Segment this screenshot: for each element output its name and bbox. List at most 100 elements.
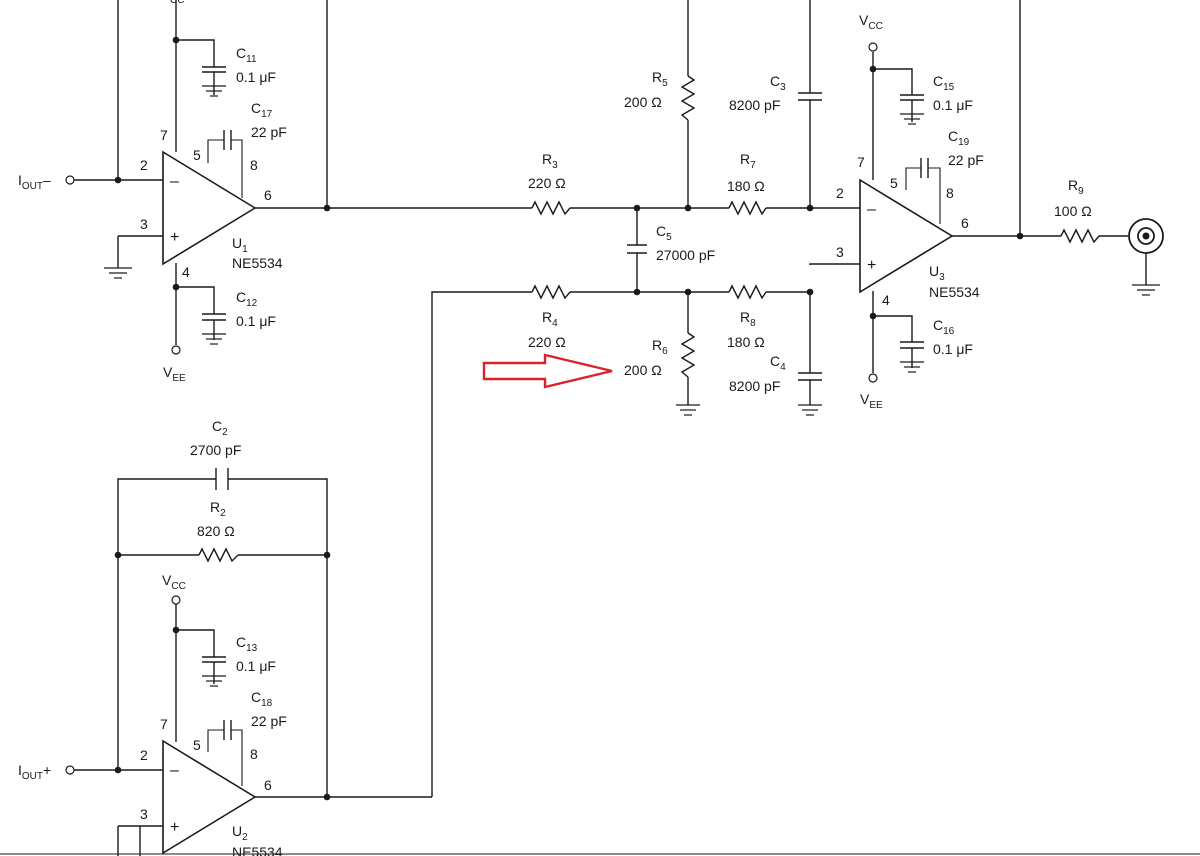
vcc-label-u3: VCC xyxy=(859,12,883,32)
iout-minus-terminal xyxy=(65,175,75,185)
r9-label: R9 xyxy=(1068,177,1084,197)
u3-pin-6: 6 xyxy=(961,215,969,231)
u1-pin-4: 4 xyxy=(182,264,190,280)
u2-pin-3: 3 xyxy=(140,806,148,822)
r8-label: R8 xyxy=(740,309,756,329)
u2-pin-8: 8 xyxy=(250,746,258,762)
opamp-u2: – + 2 3 5 6 7 8 U2 NE5534 xyxy=(140,716,283,856)
r2-value: 820 Ω xyxy=(197,523,235,539)
u1-part: NE5534 xyxy=(232,255,283,271)
u3-pin-2: 2 xyxy=(836,185,844,201)
r9-symbol xyxy=(1060,228,1100,244)
ground-icon xyxy=(1132,284,1160,296)
u2-plus-sign: + xyxy=(170,819,179,836)
r8-symbol xyxy=(728,284,767,300)
c17-value: 22 pF xyxy=(251,124,287,140)
c3-value: 8200 pF xyxy=(729,97,780,113)
r4-label: R4 xyxy=(542,309,558,329)
c11-value: 0.1 μF xyxy=(236,69,276,85)
u1-pin-7: 7 xyxy=(160,127,168,143)
opamp-u3: – + 2 3 4 5 6 7 8 U3 NE5534 xyxy=(836,154,980,308)
u3-minus-sign: – xyxy=(867,201,876,218)
opamp-u1: – + 2 3 4 5 6 7 8 U1 NE5534 xyxy=(140,127,283,280)
u3-label: U3 xyxy=(929,263,945,283)
iout-plus-label: IOUT+ xyxy=(18,762,51,782)
r6-value: 200 Ω xyxy=(624,362,662,378)
u1-pin-2: 2 xyxy=(140,157,148,173)
c19-value: 22 pF xyxy=(948,152,984,168)
vcc-cut-label: CC xyxy=(170,0,184,6)
c16-value: 0.1 μF xyxy=(933,341,973,357)
c4-value: 8200 pF xyxy=(729,378,780,394)
r2-symbol xyxy=(198,547,239,563)
c13-value: 0.1 μF xyxy=(236,658,276,674)
vcc-terminal-u3 xyxy=(868,42,878,52)
ground-icon xyxy=(900,113,924,125)
supply-terminals: CC VEE VCC VEE VCC xyxy=(162,0,883,605)
c3-label: C3 xyxy=(770,73,786,93)
vee-terminal-u3 xyxy=(868,373,878,383)
r3-value: 220 Ω xyxy=(528,175,566,191)
c16-label: C16 xyxy=(933,317,955,337)
c2-label: C2 xyxy=(212,418,228,438)
u1-pin-3: 3 xyxy=(140,216,148,232)
vee-terminal-u1 xyxy=(171,345,181,355)
capacitors: C5 27000 pF C3 8200 pF C4 8200 pF C11 0.… xyxy=(190,45,984,740)
c18-value: 22 pF xyxy=(251,713,287,729)
ground-icon xyxy=(202,675,226,687)
u2-pin-5: 5 xyxy=(193,737,201,753)
ground-icon xyxy=(202,85,226,97)
r6-label: R6 xyxy=(652,337,668,357)
c12-value: 0.1 μF xyxy=(236,313,276,329)
r3-label: R3 xyxy=(542,151,558,171)
r7-value: 180 Ω xyxy=(727,178,765,194)
r4-symbol xyxy=(531,284,571,300)
c2-value: 2700 pF xyxy=(190,442,241,458)
c5-label: C5 xyxy=(656,223,672,243)
ground-icon xyxy=(104,267,132,279)
u2-part: NE5534 xyxy=(232,844,283,856)
r4-value: 220 Ω xyxy=(528,334,566,350)
output-connector-icon xyxy=(1128,218,1164,254)
r5-label: R5 xyxy=(652,69,668,89)
r7-label: R7 xyxy=(740,151,756,171)
vcc-terminal-u2 xyxy=(171,595,181,605)
u3-pin-4: 4 xyxy=(882,292,890,308)
c11-label: C11 xyxy=(236,45,257,65)
resistors: R3 220 Ω R4 220 Ω R5 200 Ω R6 200 Ω R7 1… xyxy=(197,69,1100,563)
c18-label: C18 xyxy=(251,689,273,709)
ground-icon xyxy=(676,404,700,416)
ground-icon xyxy=(798,404,822,416)
c17-label: C17 xyxy=(251,100,273,120)
u2-label: U2 xyxy=(232,823,248,843)
iout-minus-label: IOUT– xyxy=(18,172,51,192)
u2-pin-2: 2 xyxy=(140,747,148,763)
u1-label: U1 xyxy=(232,235,248,255)
junction-dots xyxy=(114,36,1024,801)
u2-minus-sign: – xyxy=(170,762,179,779)
r7-symbol xyxy=(728,200,767,216)
annotation-arrow-icon xyxy=(482,353,613,389)
c15-value: 0.1 μF xyxy=(933,97,973,113)
r9-value: 100 Ω xyxy=(1054,203,1092,219)
u3-pin-8: 8 xyxy=(946,185,954,201)
vee-label-u3: VEE xyxy=(860,391,883,411)
c12-label: C12 xyxy=(236,289,258,309)
ground-symbols xyxy=(104,85,1160,687)
u3-pin-7: 7 xyxy=(857,154,865,170)
ground-icon xyxy=(900,361,924,373)
ground-icon xyxy=(202,333,226,345)
r5-value: 200 Ω xyxy=(624,94,662,110)
u3-pin-5: 5 xyxy=(890,175,898,191)
c5-value: 27000 pF xyxy=(656,247,715,263)
iout-plus-terminal xyxy=(65,765,75,775)
u2-pin-7: 7 xyxy=(160,716,168,732)
u1-plus-sign: + xyxy=(170,229,179,246)
u3-part: NE5534 xyxy=(929,284,980,300)
r2-label: R2 xyxy=(210,499,226,519)
c15-label: C15 xyxy=(933,73,955,93)
c4-label: C4 xyxy=(770,353,786,373)
c19-label: C19 xyxy=(948,128,970,148)
